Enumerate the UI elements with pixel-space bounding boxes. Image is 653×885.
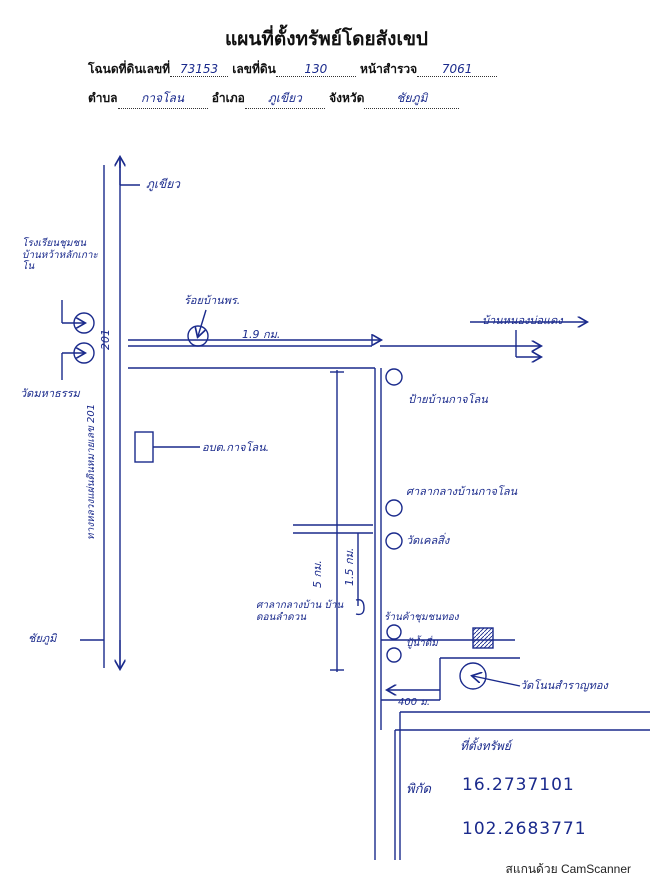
- subdistrict-label: ตำบล: [88, 91, 118, 105]
- village-hall-marker: [355, 598, 365, 616]
- label-wat-lane: วัดเคลสิ่ง: [406, 534, 450, 547]
- label-to-phukhieo: ภูเขียว: [146, 177, 180, 191]
- label-dist-400: 400 ม.: [398, 697, 431, 708]
- label-school: โรงเรียนชุมชนบ้านหว้าหลักเกาะโน: [22, 238, 98, 272]
- label-chaiyaphum: ชัยภูมิ: [28, 632, 57, 645]
- label-health-center: ศาลากลางบ้านกาจโลน: [406, 485, 518, 498]
- village-fork-marker: [187, 325, 209, 347]
- property-block: [472, 627, 494, 649]
- label-sign-ban-kachlon: ป้ายบ้านกาจโลน: [408, 393, 488, 406]
- label-highway-sign: 201: [99, 329, 112, 350]
- province-label: จังหวัด: [329, 91, 365, 105]
- scanner-watermark: สแกนด้วย CamScanner: [505, 862, 631, 876]
- land-no-label: เลขที่ดิน: [232, 62, 276, 76]
- survey-page-value: 7061: [417, 62, 498, 77]
- label-wat-thammaram: วัดมหาธรรม: [20, 387, 80, 400]
- label-shop: ร้านค้าชุมชนทอง: [384, 612, 459, 623]
- deed-label: โฉนดที่ดินเลขที่: [88, 62, 171, 76]
- label-sao-office: อบต.กาจโลน.: [202, 441, 270, 454]
- label-village-fork: ร้อยบ้านพร.: [184, 294, 241, 307]
- label-property: ที่ตั้งทรัพย์: [460, 739, 511, 753]
- district-label: อำเภอ: [211, 91, 245, 105]
- water-tank-marker: [386, 647, 402, 663]
- survey-page-label: หน้าสำรวจ: [360, 62, 418, 76]
- label-temple-near: วัดโนนสำราญทอง: [520, 679, 608, 692]
- label-coords: พิกัด: [406, 782, 431, 797]
- temple-marker: [459, 662, 487, 690]
- district-value: ภูเขียว: [244, 89, 325, 109]
- page-title: แผนที่ตั้งทรัพย์โดยสังเขป: [225, 28, 428, 50]
- label-dist-main: 1.9 กม.: [242, 328, 281, 341]
- coord-lon: 102.2683771: [462, 819, 587, 839]
- health-center-marker: [385, 499, 403, 517]
- label-water-tank: ปู้น้ำดื่ม: [406, 638, 438, 649]
- label-highway: ทางหลวงแผ่นดินหมายเลข 201: [86, 403, 97, 540]
- location-info-line: ตำบลกาจโลน อำเภอภูเขียว จังหวัดชัยภูมิ: [88, 89, 460, 109]
- label-village-hall: ศาลากลางบ้าน บ้านดอนลำดวน: [256, 600, 344, 623]
- sign-marker: [385, 368, 403, 386]
- label-dist-5: 5 กม.: [311, 560, 324, 588]
- label-to-ban-nong: บ้านหนองบ่อแดง: [482, 314, 563, 327]
- wat-lane-marker: [385, 532, 403, 550]
- province-value: ชัยภูมิ: [364, 89, 460, 109]
- sao-office-box: [134, 431, 154, 463]
- label-dist-1-5: 1.5 กม.: [343, 547, 356, 586]
- shop-marker: [386, 624, 402, 640]
- subdistrict-value: กาจโลน: [117, 89, 208, 109]
- land-no-value: 130: [275, 62, 356, 77]
- coord-lat: 16.2737101: [462, 775, 575, 795]
- deed-value: 73153: [170, 62, 229, 77]
